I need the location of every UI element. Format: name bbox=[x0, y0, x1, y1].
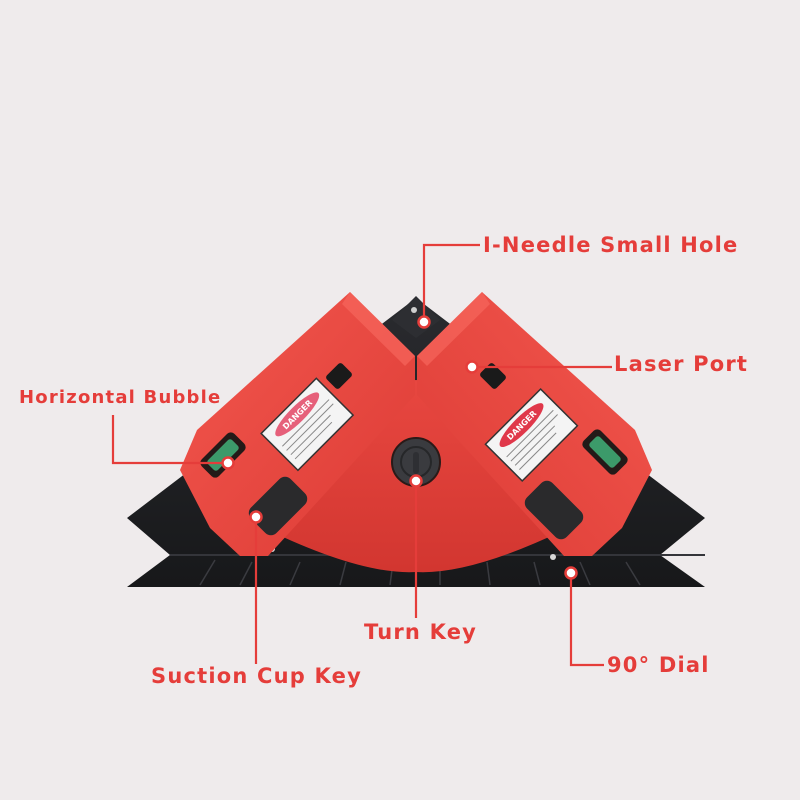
laser-port-left bbox=[326, 363, 352, 389]
right-arm: DANGER bbox=[417, 292, 652, 556]
dial-ticks bbox=[199, 559, 641, 586]
turn-key-knob bbox=[391, 437, 441, 487]
callout-lines bbox=[111, 243, 612, 667]
marker-i-needle bbox=[417, 315, 431, 329]
callout-label-turn-key: Turn Key bbox=[364, 620, 478, 644]
callout-label-laser-port: Laser Port bbox=[614, 352, 749, 376]
warning-label-right: DANGER bbox=[484, 387, 579, 483]
callout-label-suction-cup-key: Suction Cup Key bbox=[151, 664, 362, 688]
marker-horizontal-bubble bbox=[221, 456, 235, 470]
suction-cup-key-right bbox=[524, 480, 584, 540]
laser-port-right bbox=[480, 363, 506, 389]
callout-markers bbox=[221, 315, 578, 580]
callout-label-horizontal-bubble: Horizontal Bubble bbox=[19, 387, 222, 408]
marker-suction-cup-key bbox=[249, 510, 263, 524]
callout-label-90-degree-dial: 90° Dial bbox=[607, 653, 710, 677]
left-arm: DANGER bbox=[180, 292, 415, 556]
marker-laser-port bbox=[465, 360, 479, 374]
marker-dial bbox=[564, 566, 578, 580]
suction-cup-key-left bbox=[248, 476, 308, 536]
callout-label-i-needle-small-hole: I-Needle Small Hole bbox=[483, 233, 739, 257]
horizontal-bubble-right bbox=[582, 429, 628, 475]
marker-turn-key bbox=[409, 474, 423, 488]
